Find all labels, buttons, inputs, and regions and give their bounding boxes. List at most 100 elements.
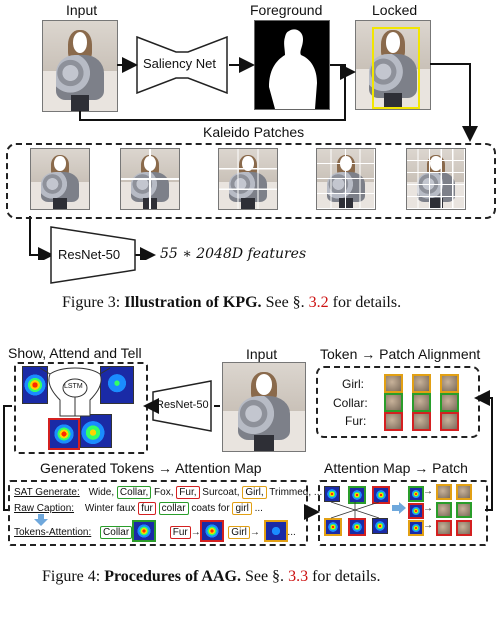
caption-title: Illustration of KPG. — [124, 294, 262, 311]
caption-token: coats — [191, 503, 216, 514]
girl-patch-3 — [440, 374, 459, 393]
resnet-shape — [50, 226, 136, 284]
attention-token-girl: Girl — [228, 526, 250, 539]
sat-generate-label: SAT Generate: — [14, 487, 80, 498]
foreground-label: Foreground — [250, 2, 323, 18]
sat-heatmap-4 — [80, 414, 112, 448]
input-label: Input — [66, 2, 98, 18]
caption-token: for — [218, 503, 230, 514]
show-attend-tell-label: Show, Attend and Tell — [8, 345, 142, 361]
kaleido-patch-2x2 — [120, 148, 180, 210]
fur-attention-map — [200, 520, 224, 542]
caption-prefix: Figure 3: — [62, 294, 125, 311]
girl-patch-2 — [412, 374, 431, 393]
kaleido-patch-5x5 — [406, 148, 466, 210]
caption-section-link[interactable]: 3.2 — [308, 294, 329, 311]
sat-token: Wide, — [88, 487, 115, 498]
att-out-2 — [408, 503, 424, 519]
arrow-glyph: → — [423, 486, 433, 497]
attention-token-collar: Collar — [100, 526, 133, 539]
lstm-label: LSTM — [64, 383, 83, 390]
locked-bounding-box — [372, 27, 420, 109]
caption-section-link[interactable]: 3.3 — [288, 568, 309, 585]
caption-prefix: Figure 4: — [42, 568, 105, 585]
sat-heatmap-2 — [100, 366, 134, 404]
caption-suffix: for details. — [328, 294, 402, 311]
sat-generate-row: SAT Generate: Wide, Collar, Fox, Fur, Su… — [14, 486, 322, 499]
collar-attention-map — [132, 520, 156, 542]
lstm-diagram — [40, 367, 110, 417]
alignment-row-fur: Fur: — [345, 414, 367, 428]
arrow-glyph: → — [423, 503, 433, 514]
fur-patch-2 — [412, 412, 431, 431]
fig3-arrows — [29, 57, 478, 260]
figure-3-caption: Figure 3: Illustration of KPG. See §. 3.… — [62, 294, 401, 312]
fig4-resnet-shape — [152, 380, 212, 432]
raw-caption-label: Raw Caption: — [14, 503, 75, 514]
att-map-a1 — [324, 486, 340, 502]
out-patch-6 — [456, 520, 472, 536]
caption-token-fur: fur — [138, 502, 156, 515]
sat-token-fur: Fur, — [176, 486, 200, 499]
sat-token: Surcoat, — [202, 487, 240, 498]
att-map-b3 — [372, 518, 388, 534]
saliency-net-shape — [136, 36, 228, 94]
resnet-label: ResNet-50 — [58, 247, 121, 262]
att-map-connections — [330, 501, 380, 519]
fig4-resnet-label: ResNet-50 — [156, 399, 209, 411]
arrow-glyph: → — [423, 520, 433, 531]
kaleido-patch-1x1 — [30, 148, 90, 210]
collar-patch-2 — [412, 393, 431, 412]
caption-token-collar: collar — [158, 502, 189, 515]
features-label: 55 ∗ 2048D features — [160, 246, 307, 262]
girl-patch-1 — [384, 374, 403, 393]
caption-token-girl: girl — [232, 502, 252, 515]
att-out-1 — [408, 486, 424, 502]
caption-token: Winter — [84, 503, 114, 514]
fur-patch-1 — [384, 412, 403, 431]
kaleido-patch-3x3 — [218, 148, 278, 210]
out-patch-5 — [436, 520, 452, 536]
att-map-a3 — [372, 486, 390, 504]
out-patch-2 — [456, 484, 472, 500]
collar-patch-1 — [384, 393, 403, 412]
tokens-attention-label: Tokens-Attention: — [14, 527, 92, 538]
sat-token: Fox, — [154, 487, 174, 498]
locked-image — [355, 20, 431, 110]
sat-heatmap-3 — [48, 418, 80, 450]
token-patch-alignment-label: Token → Patch Alignment — [320, 346, 481, 362]
sat-token-collar: Collar, — [116, 486, 152, 499]
att-out-3 — [408, 520, 424, 536]
fig4-input-label: Input — [246, 346, 278, 362]
caption-token: faux — [116, 503, 136, 514]
sat-token-girl: Girl, — [242, 486, 267, 499]
att-map-b1 — [324, 518, 342, 536]
fig4-input-image — [222, 362, 306, 452]
collar-patch-3 — [440, 393, 459, 412]
generated-tokens-label: Generated Tokens → Attention Map — [40, 460, 262, 476]
saliency-net-label: Saliency Net — [143, 56, 216, 71]
attention-map-patch-label: Attention Map → Patch — [324, 460, 468, 476]
alignment-row-girl: Girl: — [342, 377, 364, 391]
out-patch-4 — [456, 502, 472, 518]
figure-4-caption: Figure 4: Procedures of AAG. See §. 3.3 … — [42, 568, 380, 586]
input-image — [42, 20, 118, 112]
locked-label: Locked — [372, 2, 418, 18]
att-map-a2 — [348, 486, 366, 504]
attention-token-fur: Fur — [169, 526, 191, 539]
caption-token: ... — [254, 503, 263, 514]
fig4-arrows — [3, 390, 493, 520]
kaleido-patches-box — [6, 143, 496, 219]
caption-see: See §. — [261, 294, 309, 311]
kaleido-patch-4x4 — [316, 148, 376, 210]
right-arrow-icon — [392, 502, 406, 514]
out-patch-3 — [436, 502, 452, 518]
sat-token: Trimmed, — [269, 487, 312, 498]
caption-title: Procedures of AAG. — [104, 568, 241, 585]
down-arrow-icon — [34, 514, 48, 526]
caption-suffix: for details. — [308, 568, 381, 585]
att-map-b2 — [348, 518, 366, 536]
girl-attention-map — [264, 520, 288, 542]
kaleido-patches-label: Kaleido Patches — [203, 124, 305, 140]
caption-see: See §. — [240, 568, 289, 585]
